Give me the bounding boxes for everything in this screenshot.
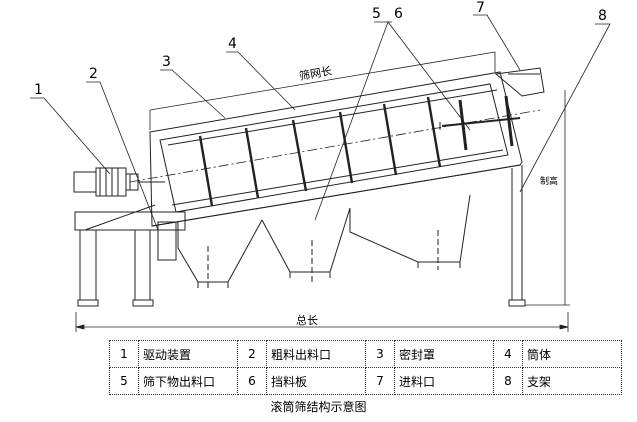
dimension-lines	[75, 51, 570, 332]
legend-num: 1	[109, 340, 139, 368]
legend-label: 筛下物出料口	[138, 367, 238, 395]
callout-7: 7	[476, 0, 485, 16]
legend-row: 5 筛下物出料口 6 挡料板 7 进料口 8 支架	[109, 367, 622, 395]
feed-inlet	[494, 67, 545, 97]
base-frame	[74, 204, 186, 307]
callout-5: 5	[372, 6, 381, 22]
baffle-plate	[439, 95, 521, 151]
legend-num: 5	[109, 367, 139, 395]
callout-1: 1	[34, 82, 43, 98]
legend-row: 1 驱动装置 2 粗料出料口 3 密封罩 4 筒体	[109, 340, 622, 368]
inner-label-box	[312, 100, 334, 160]
drive-device	[73, 167, 165, 197]
legend-num: 7	[365, 367, 395, 395]
callout-2: 2	[89, 66, 98, 82]
height-label: 制高	[540, 175, 558, 187]
legend-label: 支架	[522, 367, 622, 395]
coarse-outlet	[157, 221, 177, 261]
legend-label: 密封罩	[394, 340, 494, 368]
legend-label: 进料口	[394, 367, 494, 395]
support-frame	[508, 165, 526, 307]
legend-label: 挡料板	[266, 367, 366, 395]
legend-num: 2	[237, 340, 267, 368]
legend-num: 6	[237, 367, 267, 395]
hoppers	[177, 194, 471, 290]
drum-rings	[198, 96, 442, 207]
drum-body	[159, 83, 509, 213]
drum-screen-drawing: 1 2 3 4 5 6 7 8 筛网长 总长 制高	[30, 0, 611, 332]
callout-8: 8	[598, 8, 607, 24]
leader-lines	[30, 14, 611, 231]
legend-num: 8	[493, 367, 523, 395]
legend-label: 粗料出料口	[266, 340, 366, 368]
callout-4: 4	[228, 36, 237, 52]
parts-legend: 1 驱动装置 2 粗料出料口 3 密封罩 4 筒体 5 筛下物出料口 6 挡料板…	[109, 340, 622, 395]
callout-6: 6	[394, 6, 403, 22]
total-length-label: 总长	[296, 313, 318, 327]
legend-label: 筒体	[522, 340, 622, 368]
figure-caption: 滚筒筛结构示意图	[270, 400, 367, 414]
sealing-cover	[149, 71, 523, 227]
legend-label: 驱动装置	[138, 340, 238, 368]
legend-num: 4	[493, 340, 523, 368]
callout-3: 3	[162, 54, 171, 70]
legend-num: 3	[365, 340, 395, 368]
screen-length-label: 筛网长	[298, 63, 333, 83]
